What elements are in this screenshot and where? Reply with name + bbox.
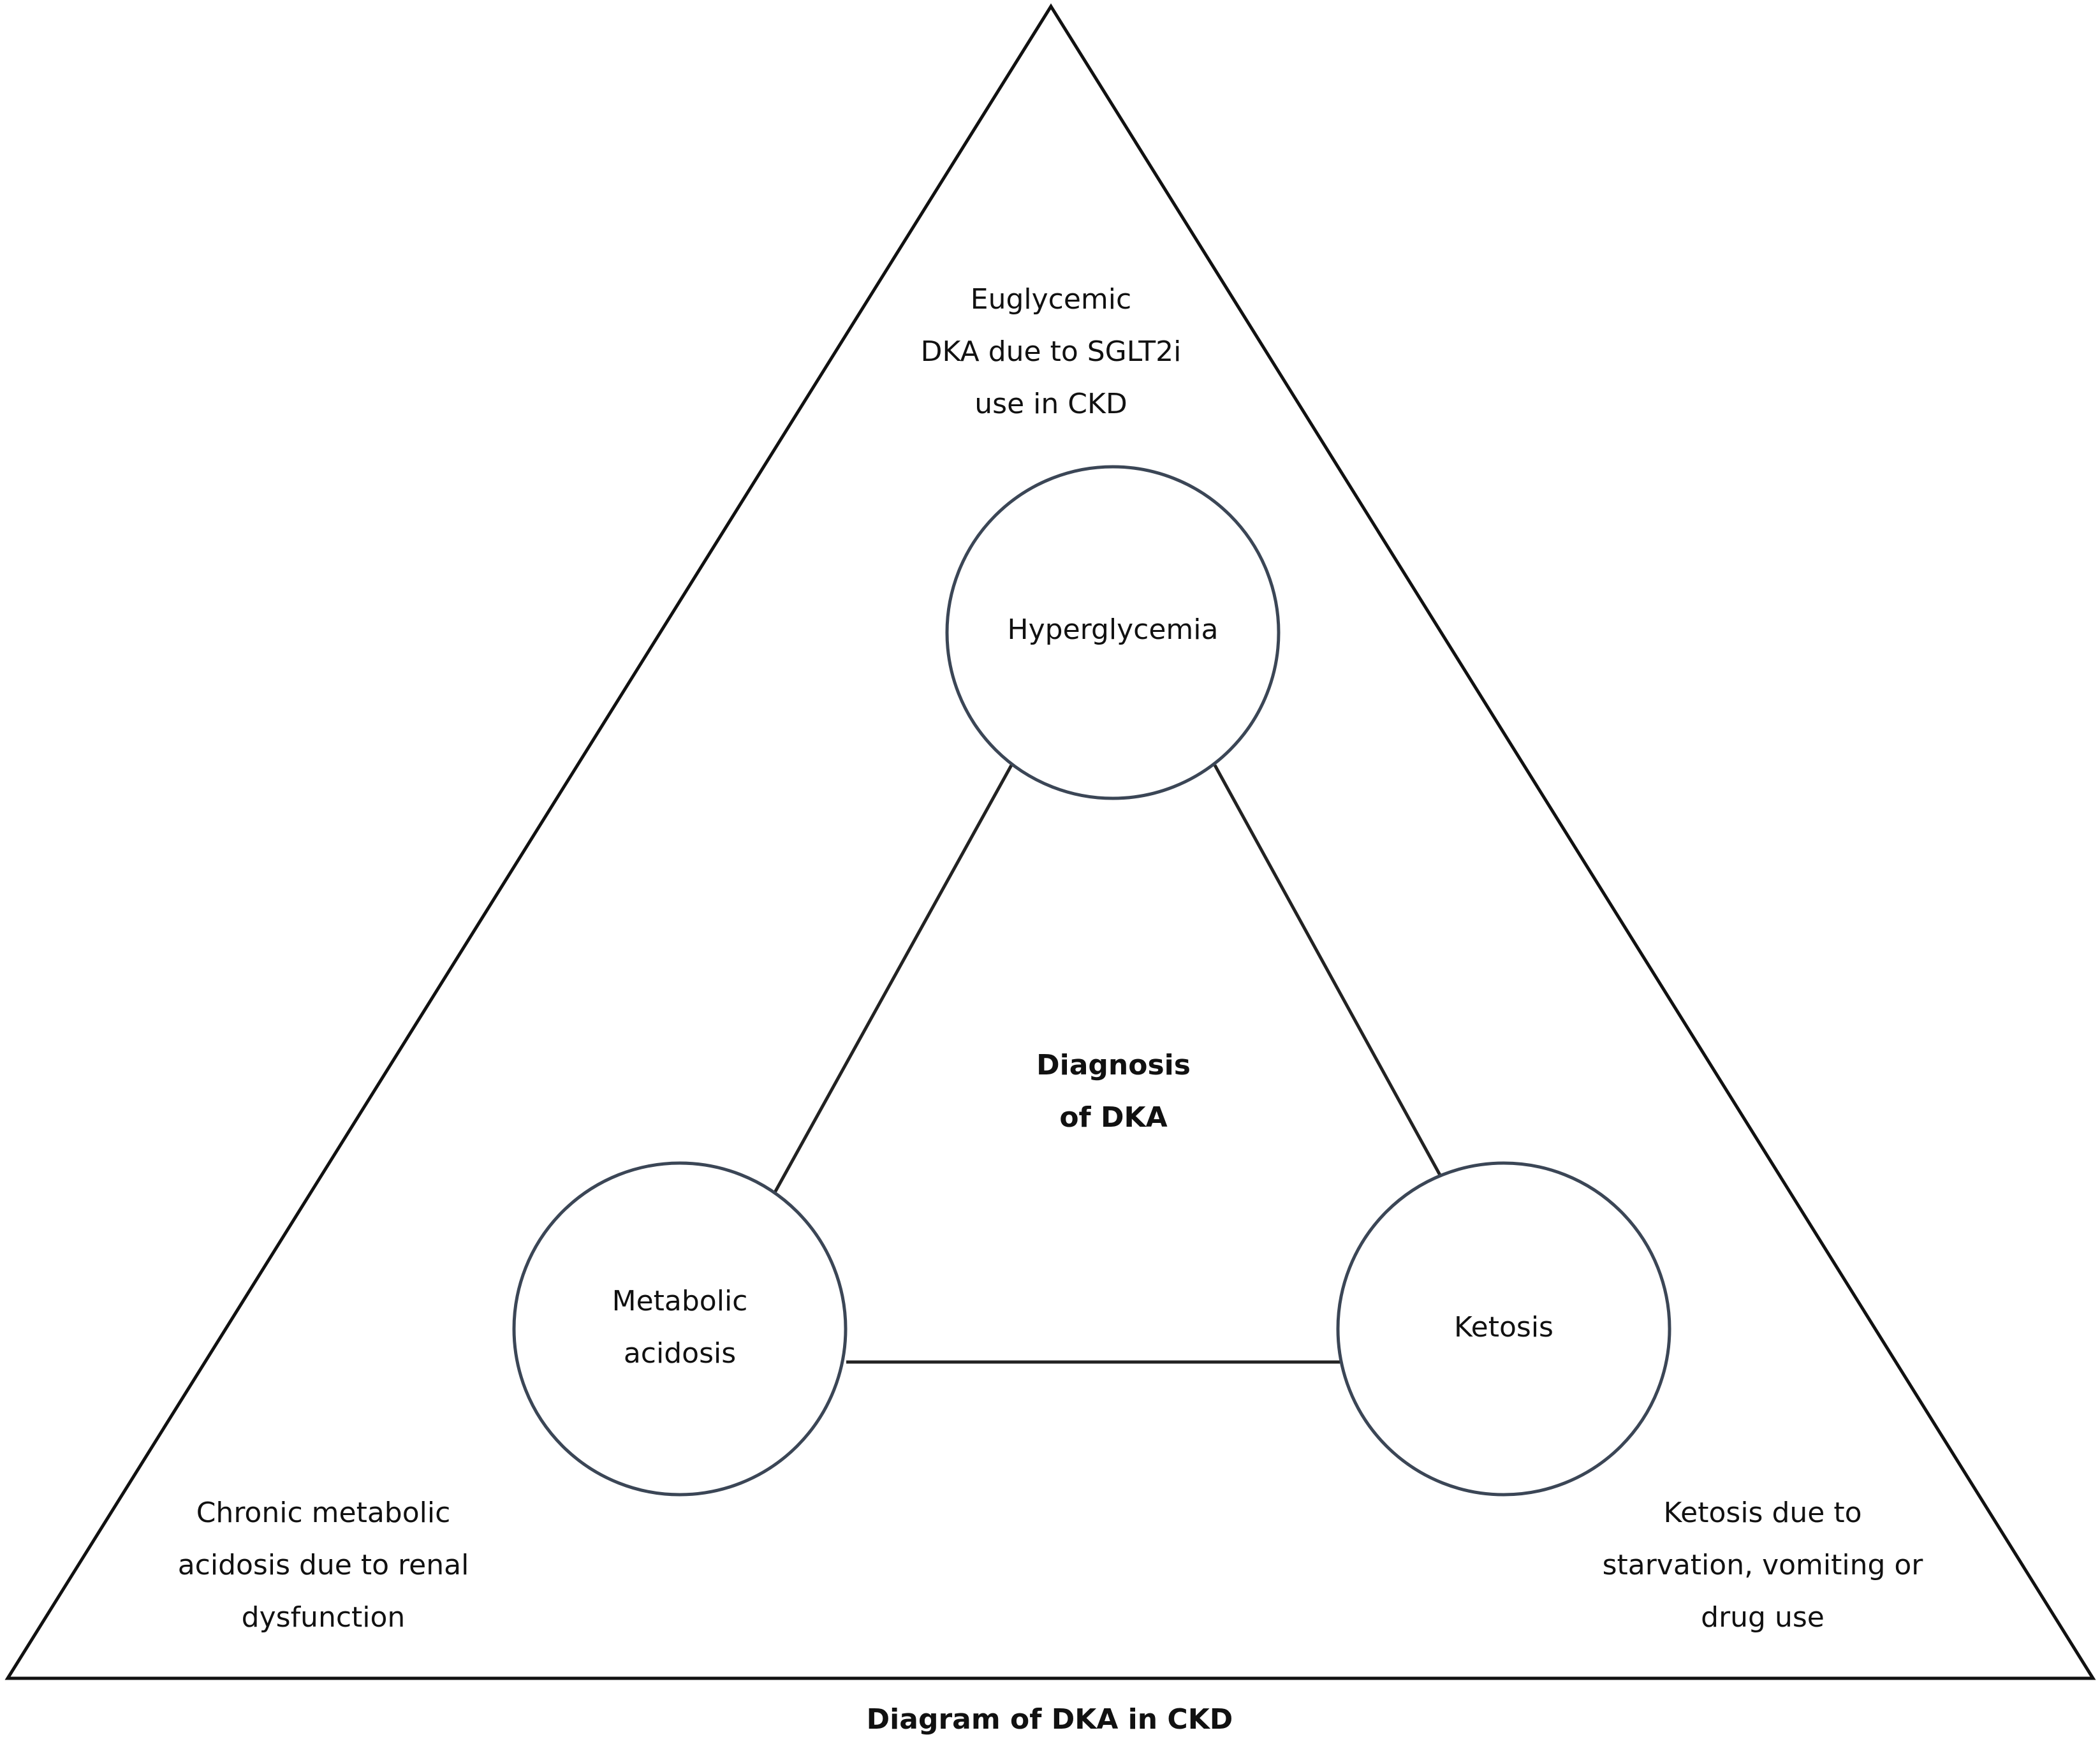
metabolic-acidosis-label: Metabolic acidosis xyxy=(488,1275,871,1380)
corner-bottom-right-line-2: starvation, vomiting or xyxy=(1602,1549,1923,1581)
corner-bottom-left-line-3: dysfunction xyxy=(241,1601,406,1634)
center-label-line-2: of DKA xyxy=(1059,1101,1168,1134)
hyperglycemia-line-1: Hyperglycemia xyxy=(1007,613,1219,646)
hyperglycemia-label: Hyperglycemia xyxy=(922,604,1304,656)
corner-top-line-1: Euglycemic xyxy=(970,283,1132,316)
diagram-caption: Diagram of DKA in CKD xyxy=(731,1694,1369,1746)
diagram-caption-text: Diagram of DKA in CKD xyxy=(866,1703,1233,1736)
hyperglycemia-circle xyxy=(945,465,1281,800)
ketosis-label: Ketosis xyxy=(1312,1301,1695,1354)
corner-label-bottom-left: Chronic metabolic acidosis due to renal … xyxy=(68,1487,578,1644)
outer-triangle xyxy=(4,3,2096,1680)
corner-bottom-right-line-1: Ketosis due to xyxy=(1663,1497,1862,1529)
corner-label-top: Euglycemic DKA due to SGLT2i use in CKD xyxy=(796,274,1306,430)
connector-hyperglycemia-ketosis xyxy=(1213,764,1444,1181)
connector-hyperglycemia-acidosis xyxy=(773,764,1013,1194)
corner-bottom-left-line-2: acidosis due to renal xyxy=(177,1549,469,1581)
ketosis-circle xyxy=(1336,1161,1671,1497)
ketosis-line-1: Ketosis xyxy=(1454,1311,1553,1344)
metabolic-acidosis-line-2: acidosis xyxy=(623,1337,737,1370)
corner-bottom-left-line-1: Chronic metabolic xyxy=(196,1497,451,1529)
metabolic-acidosis-line-1: Metabolic xyxy=(612,1285,748,1317)
corner-top-line-3: use in CKD xyxy=(974,388,1127,420)
corner-top-line-2: DKA due to SGLT2i xyxy=(920,335,1182,368)
corner-bottom-right-line-3: drug use xyxy=(1701,1601,1825,1634)
corner-label-bottom-right: Ketosis due to starvation, vomiting or d… xyxy=(1508,1487,2018,1644)
center-label: Diagnosis of DKA xyxy=(922,1039,1305,1144)
center-label-line-1: Diagnosis xyxy=(1036,1049,1191,1081)
metabolic-acidosis-circle xyxy=(512,1161,848,1497)
